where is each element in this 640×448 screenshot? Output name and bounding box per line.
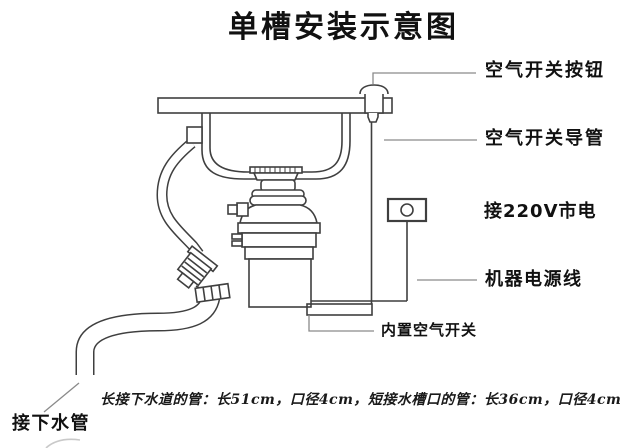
machine-power-cord-line (311, 221, 408, 302)
corner-stray-mark (45, 438, 81, 448)
discharge-outlet (236, 202, 249, 217)
hose-coupling (194, 282, 231, 304)
pipe-size-note: 长接下水道的管：长51cm，口径4cm，短接水槽口的管：长36cm，口径4cm (100, 392, 622, 408)
leader-air-switch-button (372, 72, 476, 84)
drain-pipe-run (75, 294, 221, 375)
sink-drain-flange (249, 166, 303, 174)
label-air-switch-button: 空气开关按钮 (485, 60, 605, 81)
leader-drain-pipe (43, 382, 80, 413)
label-mains-power: 接220V市电 (484, 201, 597, 222)
builtin-air-switch-box (306, 303, 373, 316)
food-waste-disposer (227, 166, 321, 308)
label-air-switch-conduit: 空气开关导管 (485, 128, 605, 149)
label-drain-pipe: 接下水管 (12, 413, 90, 434)
callout-lines (43, 72, 477, 413)
hose-fitting (176, 245, 219, 290)
sink-overflow-port (186, 126, 203, 144)
page-title: 单槽安装示意图 (228, 10, 459, 45)
label-machine-power-cord: 机器电源线 (485, 269, 583, 290)
label-builtin-air-switch: 内置空气开关 (381, 321, 478, 339)
drain-hose (156, 126, 204, 258)
countertop (157, 97, 393, 114)
power-outlet (386, 197, 428, 223)
air-switch-button-part (359, 84, 389, 123)
leader-builtin-air-switch (308, 315, 374, 332)
